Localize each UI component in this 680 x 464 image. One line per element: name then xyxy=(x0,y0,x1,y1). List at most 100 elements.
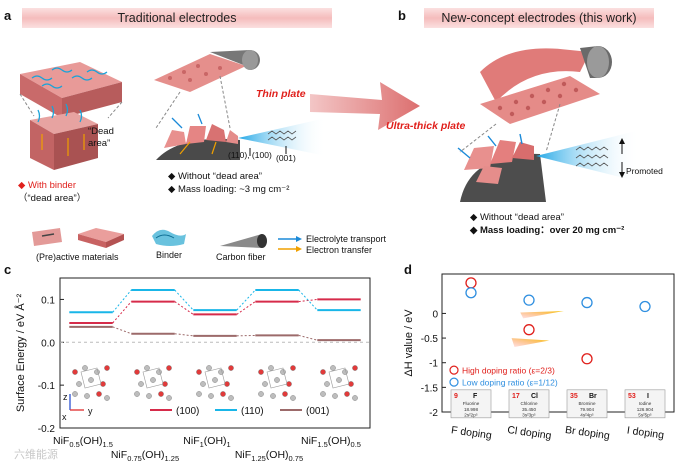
connector xyxy=(174,333,194,337)
y-tick-label: -2 xyxy=(429,408,438,419)
atom xyxy=(342,369,348,375)
data-point xyxy=(465,287,477,299)
atom xyxy=(218,369,224,375)
atom xyxy=(228,395,234,401)
atom xyxy=(166,395,172,401)
atom xyxy=(324,381,330,387)
legend-electrolyte: Electrolyte transport xyxy=(306,234,387,244)
atom xyxy=(212,377,218,383)
y-axis-label: Surface Energy / eV Å⁻² xyxy=(14,294,27,413)
connector xyxy=(298,298,318,303)
panel-b-letter: b xyxy=(398,8,406,23)
data-point xyxy=(639,300,651,313)
atom xyxy=(84,393,90,399)
plot-frame xyxy=(59,277,371,429)
legend-label: Low doping ratio (ε=1/12) xyxy=(462,378,558,388)
element-config: 4s²4p⁵ xyxy=(580,412,593,417)
element-number: 9 xyxy=(454,393,458,400)
data-point xyxy=(581,353,593,365)
data-point xyxy=(465,277,477,289)
atom xyxy=(320,391,326,397)
element-card-box xyxy=(624,389,666,419)
element-mass: 35.450 xyxy=(522,407,536,412)
element-card-box xyxy=(566,389,608,419)
atom xyxy=(196,369,202,375)
panel-c-letter: c xyxy=(4,262,12,277)
bond xyxy=(266,367,288,389)
legend-electron: Electron transfer xyxy=(306,245,373,255)
connector xyxy=(112,301,132,324)
element-number: 35 xyxy=(570,393,578,400)
element-mass: 79.904 xyxy=(580,407,594,412)
atom xyxy=(274,377,280,383)
atom xyxy=(104,365,110,371)
y-axis-label: ΔH value / eV xyxy=(403,309,415,377)
atom xyxy=(94,369,100,375)
legend-preactive: (Pre)active materials xyxy=(36,252,119,262)
connector xyxy=(174,289,194,311)
bond xyxy=(204,367,226,389)
mass-loading-a-label: Mass loading: ~3 mg cm⁻² xyxy=(177,184,290,195)
mass-loading-b: ◆ Mass loading：over 20 mg cm⁻² xyxy=(470,225,624,237)
bond xyxy=(328,367,350,389)
element-mass: 126.904 xyxy=(637,407,654,412)
atom xyxy=(228,365,234,371)
y-tick-label: -0.1 xyxy=(38,381,56,392)
element-symbol: I xyxy=(647,393,649,400)
element-name: Iodine xyxy=(639,401,652,406)
axis-y-label: y xyxy=(88,406,93,416)
black-diamond-icon: ◆ xyxy=(168,171,176,182)
panel-a-letter: a xyxy=(4,8,12,23)
x-tick-label: Cl doping xyxy=(507,424,553,442)
binder-electrode-illustration xyxy=(19,62,123,170)
x-tick-label: F doping xyxy=(450,424,492,442)
data-point xyxy=(581,296,593,309)
y-tick-label: -0.5 xyxy=(421,334,439,345)
atom xyxy=(200,381,206,387)
atom xyxy=(352,395,358,401)
connector xyxy=(236,301,256,315)
x-tick-label: NiF0.5(OH)1.5 xyxy=(53,435,113,449)
x-tick-label: Br doping xyxy=(564,424,610,442)
without-dead-area-b: ◆ Without “dead area” xyxy=(470,212,564,224)
connector xyxy=(112,289,132,313)
atom xyxy=(336,377,342,383)
atom xyxy=(88,377,94,383)
element-config: 5s²5p⁵ xyxy=(638,412,651,417)
atom xyxy=(282,391,288,397)
thin-plate-label: Thin plate xyxy=(256,88,306,100)
element-config: 3s²3p⁵ xyxy=(522,412,535,417)
crystal-structure-icon xyxy=(196,365,234,401)
atom xyxy=(290,365,296,371)
mass-loading-b-label: Mass loading：over 20 mg cm⁻² xyxy=(479,225,625,236)
connector xyxy=(174,301,194,315)
panel-a-banner: Traditional electrodes xyxy=(22,8,332,28)
atom xyxy=(258,369,264,375)
without-dead-area-a-label: Without “dead area” xyxy=(177,171,262,182)
atom xyxy=(134,369,140,375)
axis-x-label: x xyxy=(62,412,67,422)
facets-label: (110), (100) xyxy=(228,150,272,160)
red-diamond-icon: ◆ xyxy=(18,180,26,191)
legend-label: (100) xyxy=(176,406,199,417)
legend-marker xyxy=(449,365,459,375)
atom xyxy=(72,391,78,397)
red-diamond-icon: ◆ xyxy=(168,184,176,195)
crystal-structure-icon xyxy=(72,365,110,401)
y-tick-label: 0 xyxy=(432,309,438,320)
plot-frame xyxy=(441,273,675,413)
x-tick-label: NiF1(OH)1 xyxy=(183,435,230,449)
trend-arrow-icon xyxy=(520,310,564,319)
atom xyxy=(156,369,162,375)
panel-d-letter: d xyxy=(404,262,412,277)
crystal-structure-icon xyxy=(258,365,296,401)
bond xyxy=(80,367,102,389)
atom xyxy=(146,393,152,399)
connector xyxy=(236,289,256,311)
promoted-label: Promoted xyxy=(626,166,663,176)
dead-area-label: “Dead area” xyxy=(88,126,114,149)
atom xyxy=(220,391,226,397)
